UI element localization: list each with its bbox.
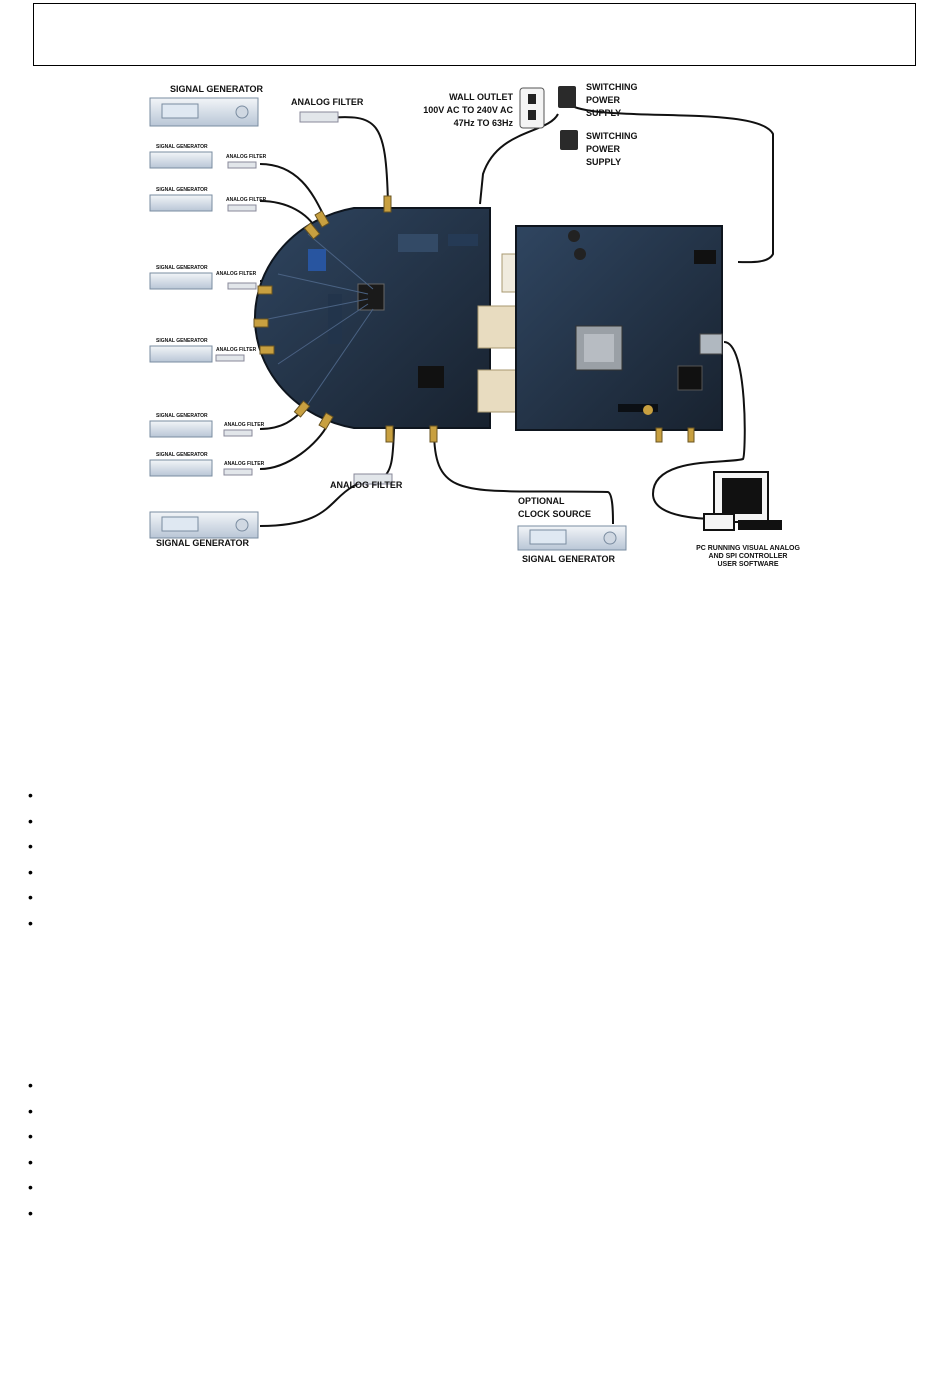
clock-source-label: CLOCK SOURCE [518,509,591,519]
cable-usb [651,341,746,520]
psu2-label: POWER [586,144,621,154]
cable-psu2 [479,113,559,205]
switching-power-supply-1 [558,86,576,108]
header-box [33,3,916,66]
cable-top-analog [325,116,389,205]
pc-label: PC RUNNING VISUAL ANALOG [696,545,800,552]
psu2-label: SUPPLY [586,157,621,167]
signal-generator-bottom-label: SIGNAL GENERATOR [156,538,250,548]
small-gen-label: SIGNAL GENERATOR [156,265,208,271]
pc-label: AND SPI CONTROLLER [709,553,788,560]
analog-filter-top [299,111,339,123]
clock-generator-label: SIGNAL GENERATOR [522,554,616,564]
signal-generator-top [149,97,259,127]
clock-source-label: OPTIONAL [518,496,565,506]
setup-svg: SIGNAL GENERATOR ANALOG FILTER SIGNAL GE… [149,82,800,568]
analog-filter-top-label: ANALOG FILTER [291,97,364,107]
wall-outlet [519,87,545,129]
small-generators [149,151,257,477]
pc-computer [703,471,782,531]
signal-generator-bottom [149,511,259,539]
small-filter-label: ANALOG FILTER [216,347,257,353]
small-gen-label: SIGNAL GENERATOR [156,338,208,344]
analog-filter-bottom-label: ANALOG FILTER [330,480,403,490]
usb-port [699,333,723,355]
pc-label: USER SOFTWARE [717,561,778,568]
small-filter-label: ANALOG FILTER [226,197,267,203]
wall-outlet-label: WALL OUTLET [449,92,513,102]
small-gen-label: SIGNAL GENERATOR [156,452,208,458]
small-gen-label: SIGNAL GENERATOR [156,144,208,150]
small-filter-label: ANALOG FILTER [224,461,265,467]
small-gen-label: SIGNAL GENERATOR [156,187,208,193]
cables [259,103,774,527]
psu1-label: POWER [586,95,621,105]
fpga-sma-connectors [655,427,695,443]
small-filter-label: ANALOG FILTER [226,154,267,160]
sma-connectors [253,195,438,443]
psu1-label: SUPPLY [586,108,621,118]
psu2-label: SWITCHING [586,131,638,141]
small-filter-label: ANALOG FILTER [224,422,265,428]
analog-filter-bottom [353,473,393,485]
small-filter-label: ANALOG FILTER [216,271,257,277]
wall-outlet-frequency: 47Hz TO 63Hz [454,118,514,128]
board-traces [267,233,374,405]
fpga-components [568,230,723,415]
signal-generator-top-label: SIGNAL GENERATOR [170,84,264,94]
evaluation-setup-diagram: SIGNAL GENERATOR ANALOG FILTER SIGNAL GE… [148,74,808,570]
small-gen-label: SIGNAL GENERATOR [156,413,208,419]
clock-source-generator [517,525,627,551]
cable-psu1 [567,103,774,264]
psu1-label: SWITCHING [586,82,638,92]
switching-power-supply-2 [560,130,578,150]
wall-outlet-voltage: 100V AC TO 240V AC [423,105,513,115]
